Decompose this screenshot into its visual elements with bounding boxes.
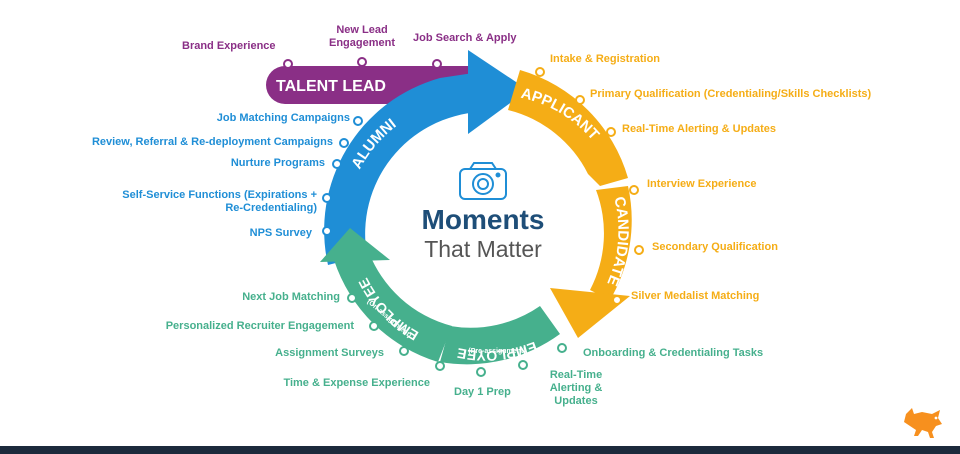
moment-label: Real-Time Alerting & Updates: [549, 369, 603, 407]
marker-job-search: [432, 59, 442, 69]
moment-label: Intake & Registration: [550, 53, 661, 65]
marker-review-referral: [339, 138, 349, 148]
moment-label: Primary Qualification (Credentialing/Ski…: [590, 88, 872, 100]
moment-label: Onboarding & Credentialing Tasks: [583, 347, 764, 359]
marker-new-lead: [357, 57, 367, 67]
moment-label: Nurture Programs: [230, 157, 325, 169]
marker-personalized-recruiter: [369, 321, 379, 331]
moment-label: Self-Service Functions (Expirations + Re…: [122, 189, 317, 214]
employee-pre-segment: [440, 306, 560, 365]
marker-primary-qual: [575, 95, 585, 105]
marker-silver-medalist: [612, 295, 622, 305]
marker-interview: [629, 185, 639, 195]
employee-on-arrowhead: [320, 228, 390, 262]
marker-onboarding: [557, 343, 567, 353]
marker-self-service: [322, 193, 332, 203]
moment-label: Interview Experience: [647, 178, 757, 190]
moment-label: Next Job Matching: [242, 291, 340, 303]
moment-label: NPS Survey: [249, 227, 312, 239]
alumni-segment: [324, 72, 480, 265]
moment-label: Real-Time Alerting & Updates: [622, 123, 777, 135]
moment-label: Brand Experience: [182, 40, 276, 52]
moment-label: Day 1 Prep: [454, 386, 511, 398]
marker-nurture: [332, 159, 342, 169]
candidate-segment: [590, 186, 632, 300]
marker-secondary-qual: [634, 245, 644, 255]
marker-real-time-emp: [518, 360, 528, 370]
moment-label: Silver Medalist Matching: [631, 290, 760, 302]
marker-time-expense: [435, 361, 445, 371]
marker-real-time-app: [606, 127, 616, 137]
applicant-segment: [508, 70, 628, 186]
moment-label: Assignment Surveys: [275, 347, 384, 359]
moment-label: Personalized Recruiter Engagement: [165, 320, 354, 332]
candidate-arrowhead: [550, 288, 630, 338]
marker-intake: [535, 67, 545, 77]
marker-next-job: [347, 293, 357, 303]
footer-bar: [0, 446, 960, 454]
moment-label: Secondary Qualification: [652, 241, 778, 253]
center-title: Moments: [421, 204, 545, 235]
moment-label: Job Search & Apply: [413, 32, 517, 44]
bull-logo-icon: [904, 408, 942, 438]
marker-job-matching: [353, 116, 363, 126]
camera-icon: [459, 162, 507, 200]
marker-nps: [322, 226, 332, 236]
moment-markers: [283, 57, 644, 377]
talent-lead-title: TALENT LEAD: [276, 78, 386, 95]
moment-label: New Lead Engagement: [328, 24, 395, 49]
moment-label: Time & Expense Experience: [283, 377, 430, 389]
ring: [320, 50, 632, 365]
marker-assignment-surveys: [399, 346, 409, 356]
moment-label: Job Matching Campaigns: [216, 112, 350, 124]
employee-pre-subtitle: (Pre-assignment): [468, 348, 525, 355]
marker-brand-experience: [283, 59, 293, 69]
employee-on-segment: [334, 250, 452, 362]
center-subtitle: That Matter: [424, 236, 542, 262]
moment-label: Review, Referral & Re-deployment Campaig…: [91, 136, 333, 148]
alumni-arrowhead: [468, 50, 528, 134]
marker-day1: [476, 367, 486, 377]
